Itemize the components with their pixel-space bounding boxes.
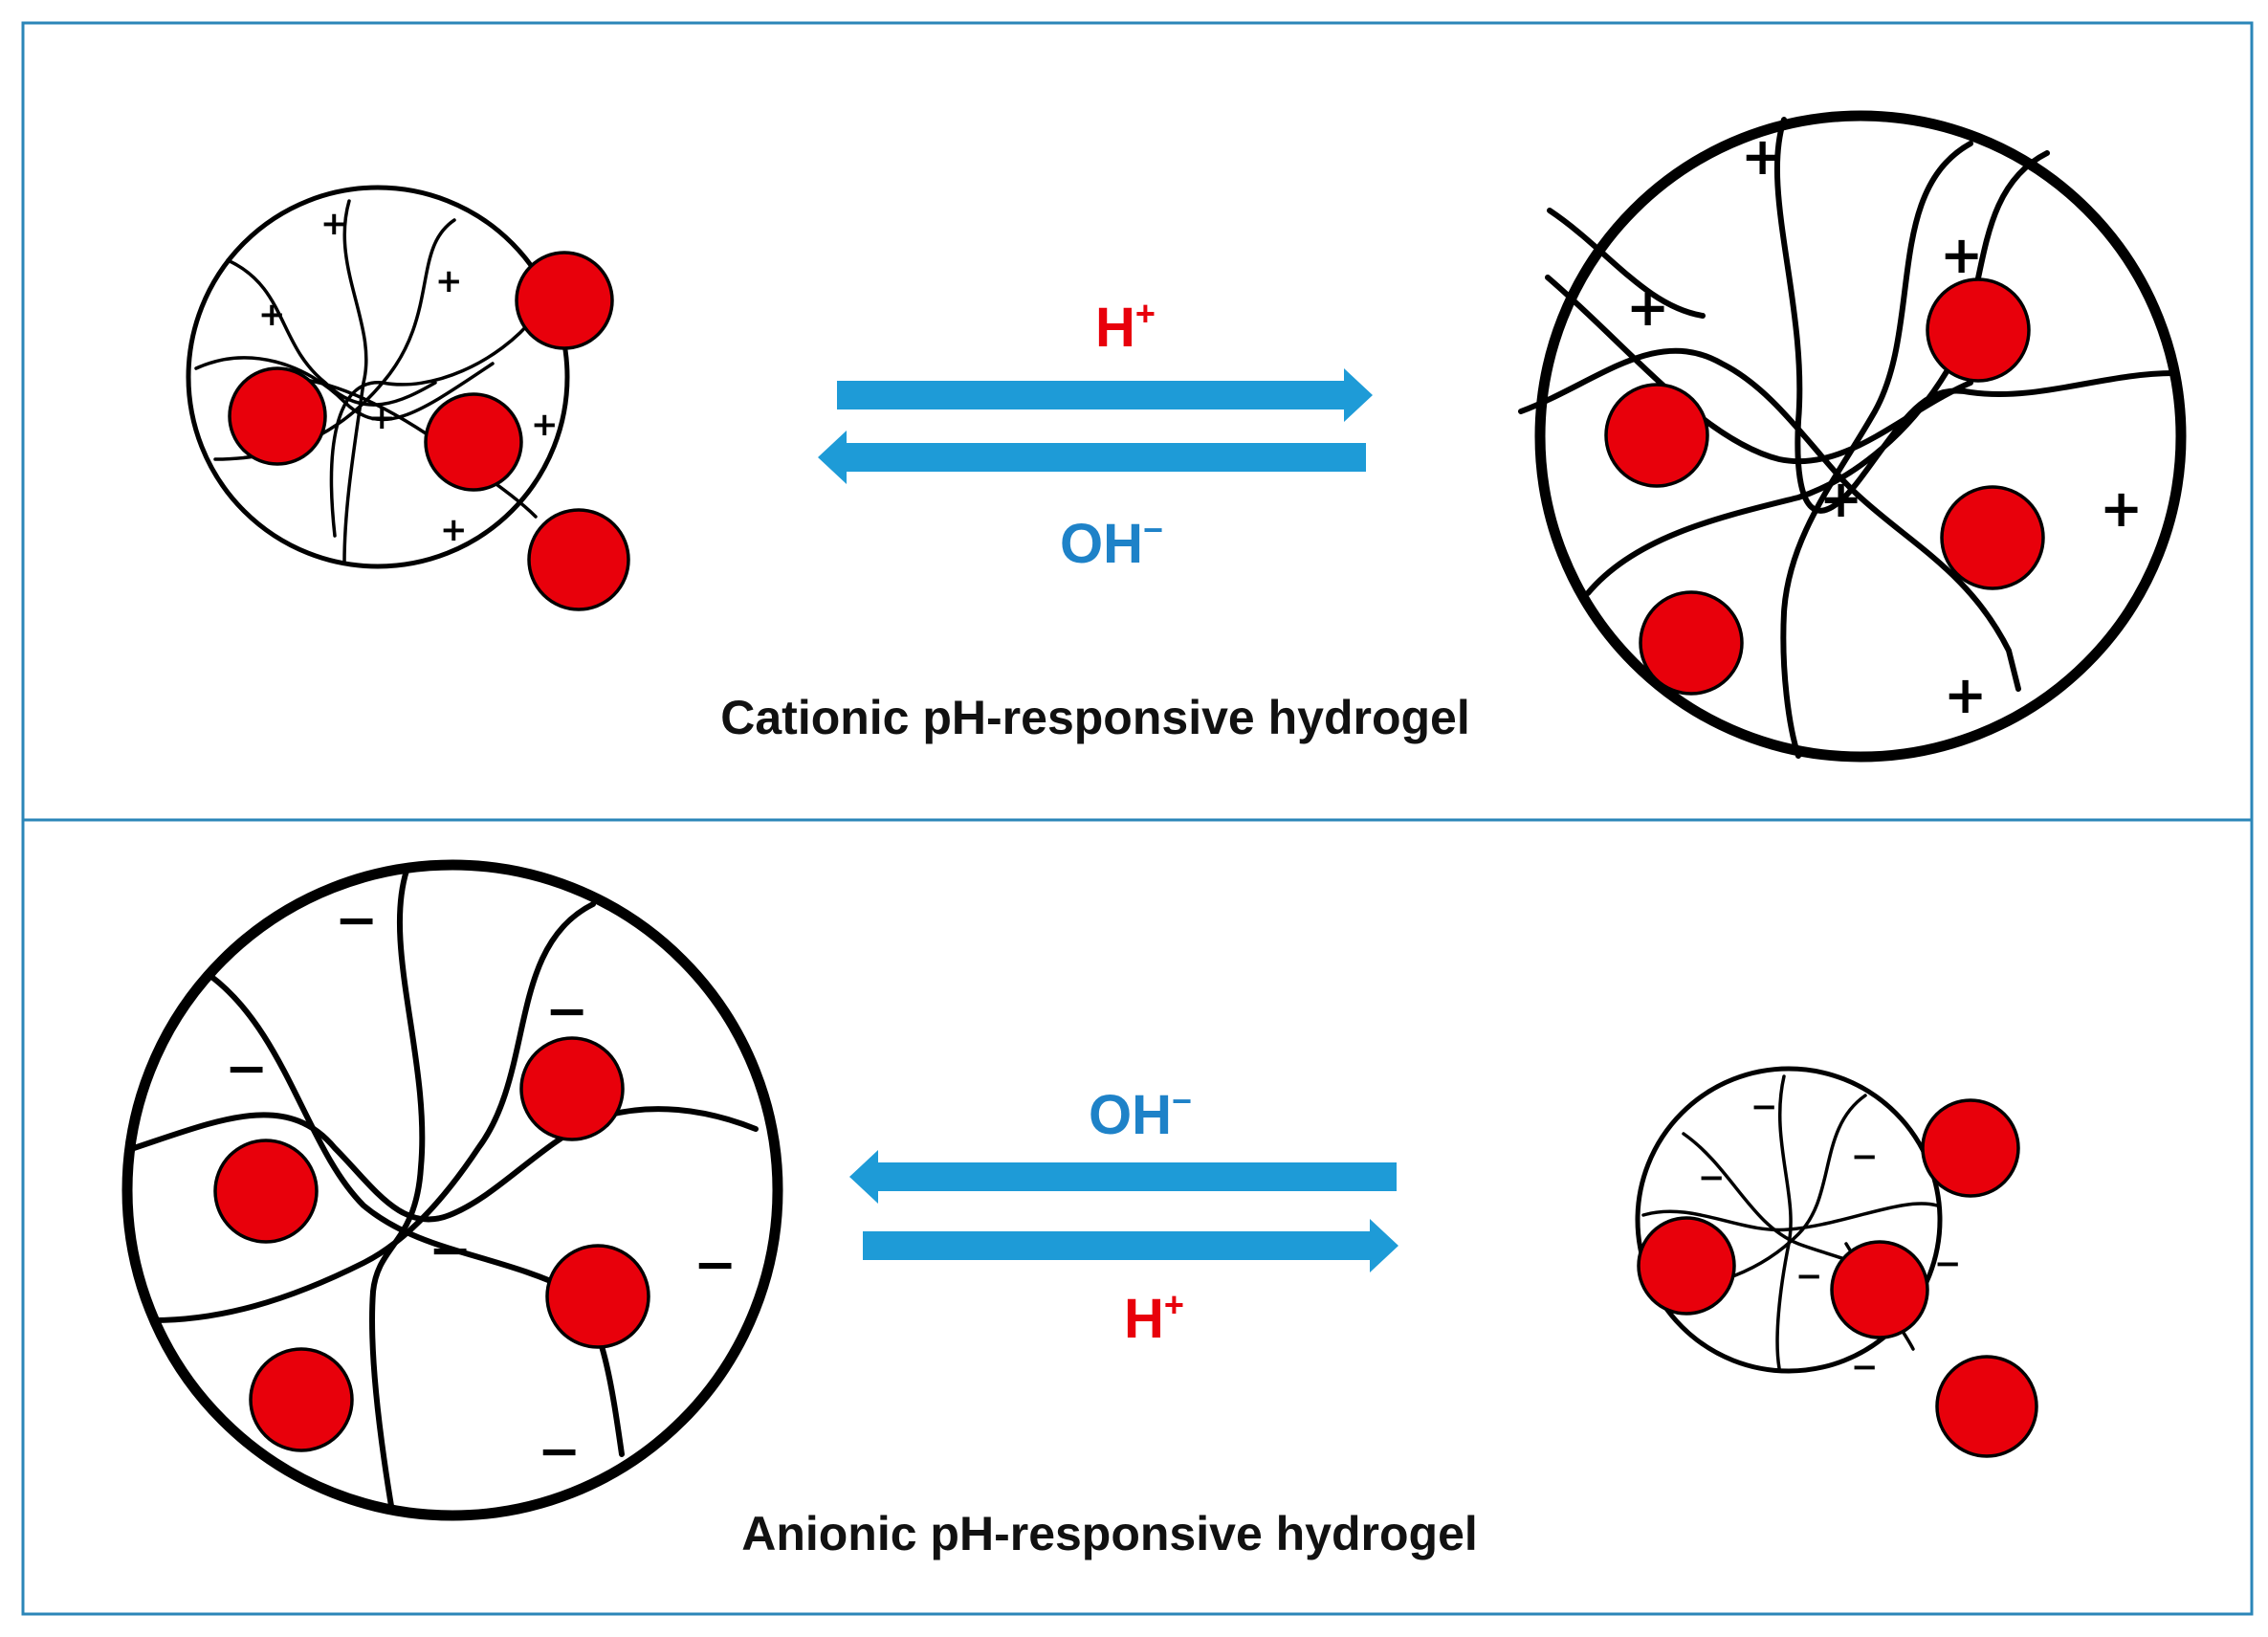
charge-marker: − — [538, 1421, 581, 1481]
cationic-collapsed-hydrogel: + + + + + + — [186, 185, 630, 611]
drug-particle — [519, 1036, 625, 1141]
cationic-reverse-label: OH− — [1060, 510, 1163, 575]
drug-particle — [1926, 277, 2031, 383]
drug-particle — [1830, 1240, 1929, 1339]
charge-marker: − — [429, 1220, 472, 1280]
charge-marker: − — [1934, 1245, 1962, 1283]
drug-particle — [424, 392, 523, 492]
drug-particle-released — [1921, 1098, 2020, 1198]
charge-marker: + — [435, 262, 463, 300]
anionic-reverse-label: H+ — [1124, 1285, 1184, 1350]
anionic-collapse-arrow — [849, 1150, 1397, 1204]
drug-particle — [1637, 1216, 1736, 1316]
charge-marker: + — [440, 511, 468, 549]
charge-marker: + — [531, 406, 559, 444]
anionic-collapsed-hydrogel: − − − − − − — [1635, 1066, 2038, 1458]
gel-boundary — [1635, 1066, 1943, 1374]
charge-marker: + — [1626, 277, 1669, 338]
cationic-swelling-arrow — [837, 368, 1373, 422]
drug-particle-released — [515, 251, 614, 350]
drug-particle — [1639, 590, 1744, 696]
polymer-chain — [1545, 275, 1973, 465]
cationic-forward-label: H+ — [1095, 294, 1156, 359]
drug-particle-released — [1935, 1355, 2038, 1458]
polymer-chain — [342, 199, 368, 564]
charge-marker: + — [2100, 478, 2143, 539]
gel-boundary — [1534, 110, 2187, 763]
polymer-chain — [369, 868, 426, 1515]
drug-particle — [1940, 485, 2045, 590]
gel-boundary — [121, 859, 783, 1521]
charge-marker: + — [1944, 665, 1987, 725]
charge-marker: − — [694, 1234, 737, 1294]
charge-marker: − — [1795, 1257, 1823, 1295]
cationic-caption: Cationic pH-responsive hydrogel — [720, 691, 1469, 744]
anionic-swelling-arrow — [863, 1219, 1398, 1272]
charge-marker: + — [368, 399, 396, 437]
cationic-collapse-arrow — [818, 431, 1366, 484]
charge-marker: − — [1851, 1348, 1879, 1386]
charge-marker: + — [1819, 469, 1862, 529]
polymer-chain — [131, 1106, 759, 1223]
drug-particle — [228, 366, 327, 466]
charge-marker: − — [335, 890, 378, 950]
charge-marker: + — [258, 296, 286, 334]
anionic-swollen-hydrogel: − − − − − − — [121, 859, 783, 1521]
anionic-caption: Anionic pH-responsive hydrogel — [741, 1507, 1478, 1560]
charge-marker: − — [1698, 1159, 1726, 1197]
charge-marker: − — [545, 981, 588, 1041]
drug-particle — [213, 1139, 319, 1244]
cationic-swollen-hydrogel: + + + + + + — [1518, 110, 2187, 763]
polymer-chain — [1773, 117, 2176, 514]
anionic-forward-label: OH− — [1089, 1081, 1192, 1146]
polymer-chain — [329, 314, 538, 538]
charge-marker: − — [225, 1038, 268, 1098]
drug-particle — [1604, 383, 1709, 488]
drug-particle — [545, 1244, 650, 1349]
gel-boundary — [186, 185, 570, 569]
drug-particle — [249, 1347, 354, 1452]
polymer-chain — [1780, 141, 1973, 759]
polymer-chain — [1547, 208, 1706, 319]
charge-marker: + — [1741, 126, 1784, 187]
charge-marker: + — [320, 205, 348, 243]
polymer-chain — [1585, 150, 2050, 596]
polymer-chain — [150, 901, 596, 1323]
charge-marker: + — [1940, 225, 1983, 285]
charge-marker: − — [1751, 1088, 1778, 1126]
polymer-chain — [1518, 347, 2021, 692]
drug-particle-released — [527, 508, 630, 611]
anionic-panel-border — [21, 818, 2254, 1616]
polymer-chain — [1641, 1202, 1939, 1232]
charge-marker: − — [1851, 1138, 1879, 1176]
polymer-chain — [1775, 1074, 1793, 1370]
